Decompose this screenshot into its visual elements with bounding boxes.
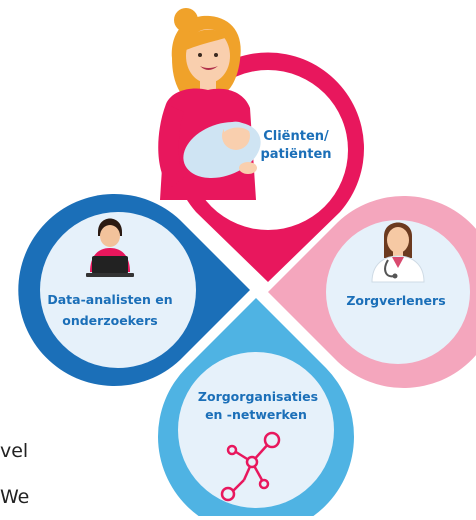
label-left-line2: onderzoekers <box>62 313 157 328</box>
petal-left-inner <box>40 212 196 368</box>
label-left-line1: Data-analisten en <box>47 292 172 307</box>
label-top-line1: Cliënten/ <box>263 129 329 144</box>
petal-left <box>18 194 251 386</box>
petal-right <box>268 196 476 388</box>
background-text-line2: We <box>0 486 30 508</box>
person-at-laptop-icon <box>86 218 134 277</box>
label-right: Zorgverleners <box>346 293 445 308</box>
label-bottom-line2: en -netwerken <box>205 407 307 422</box>
petal-bottom <box>158 298 354 520</box>
petal-bottom-inner <box>178 352 334 508</box>
petal-right-inner <box>326 220 470 364</box>
doctor-with-stethoscope-icon <box>371 222 425 283</box>
network-nodes-icon <box>220 431 281 502</box>
label-bottom-line1: Zorgorganisaties <box>198 389 318 404</box>
mother-with-baby-illustration <box>158 8 261 200</box>
label-top-line2: patiënten <box>260 147 331 162</box>
background-text-line1: vel <box>0 440 29 462</box>
